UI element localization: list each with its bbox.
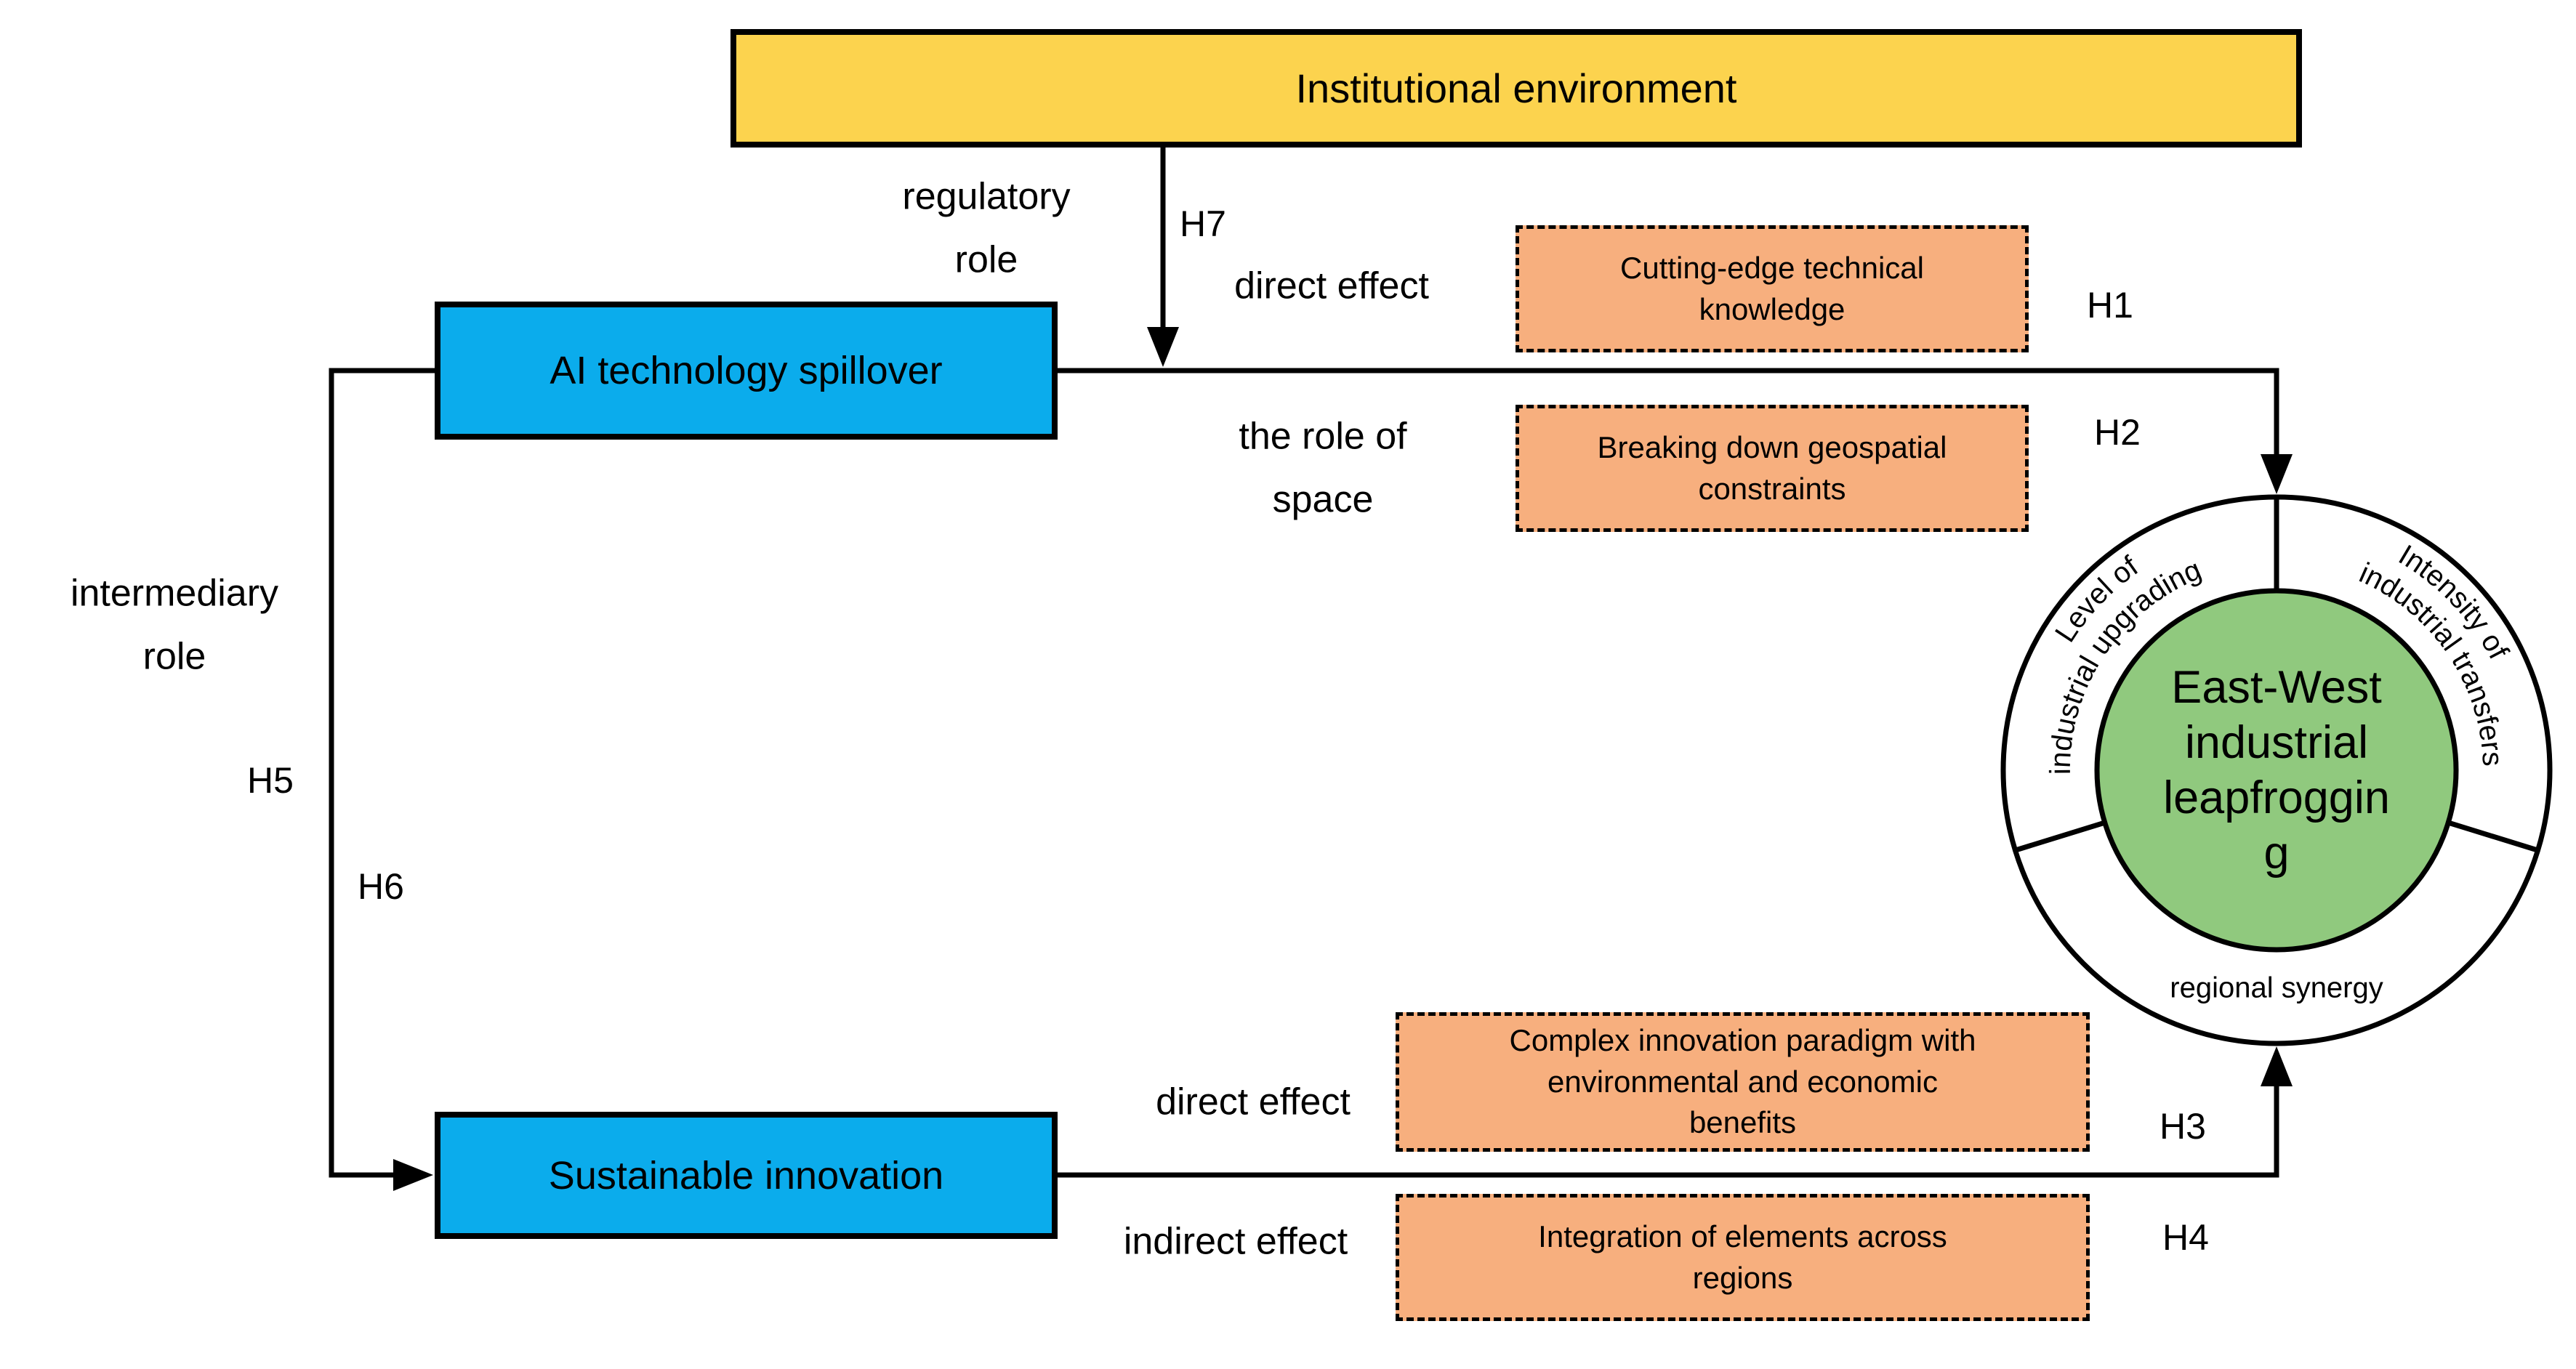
outcome-green-circle [2094,588,2459,953]
annulus-left-divider-line [2014,820,2106,853]
mediator-line: Breaking down geospatial [1597,429,1947,464]
role-of-space-line: the role of [1239,415,1407,458]
leapfrogging-line: g [2263,828,2290,879]
h3-arrowhead-icon [2261,1046,2293,1086]
h5-label: H5 [247,760,294,801]
mediator-box-cutting-edge-knowledge: Cutting-edge technical knowledge [1516,225,2029,352]
leapfrogging-line: industrial [2184,717,2369,768]
mediator-line: benefits [1689,1105,1797,1140]
intermediary-role-line: intermediary [70,572,279,615]
mediator-line: Integration of elements across [1538,1219,1947,1253]
mediator-box-geospatial-constraints: Breaking down geospatial constraints [1516,405,2029,532]
institutional-environment-label: Institutional environment [1295,65,1737,111]
leapfrogging-line: East-West [2171,662,2382,713]
h1-arrowhead-icon [2261,454,2293,494]
mediator-box-integration-of-elements: Integration of elements across regions [1396,1194,2090,1321]
h1-connector-line [1058,368,2279,456]
ai-technology-spillover-label: AI technology spillover [550,349,943,392]
regional-synergy-label: regional synergy [2170,972,2383,1004]
indirect-effect-label: indirect effect [1123,1220,1348,1263]
h5-h6-connector-line [329,368,435,1178]
h4-label: H4 [2162,1217,2209,1258]
direct-effect-bottom-label: direct effect [1156,1081,1351,1123]
intermediary-role-label: intermediary role [71,562,278,690]
mediator-line: constraints [1698,471,1846,506]
mediator-line: knowledge [1699,291,1846,326]
h6-label: H6 [358,866,404,907]
role-of-space-label: the role of space [1239,405,1406,533]
regulatory-role-line: regulatory [902,175,1071,218]
h1-label: H1 [2087,285,2133,326]
institutional-environment-box: Institutional environment [730,29,2302,148]
regulatory-role-line: role [954,239,1018,281]
ai-technology-spillover-box: AI technology spillover [435,302,1058,440]
mediator-box-complex-innovation-paradigm: Complex innovation paradigm with environ… [1396,1012,2090,1152]
h2-label: H2 [2094,412,2141,453]
mediator-line: Cutting-edge technical [1620,250,1924,285]
h6-arrowhead-icon [393,1159,433,1191]
h3-label: H3 [2160,1106,2206,1147]
sustainable-innovation-label: Sustainable innovation [548,1153,944,1198]
h3-connector-line [1058,1084,2279,1178]
mediator-line: environmental and economic [1547,1064,1938,1099]
mediator-line: regions [1692,1260,1793,1295]
regulatory-role-label: regulatory role [902,166,1070,293]
h7-label: H7 [1180,203,1226,244]
mediator-line: Complex innovation paradigm with [1509,1022,1976,1057]
intermediary-role-line: role [142,636,206,678]
direct-effect-top-label: direct effect [1234,264,1429,307]
sustainable-innovation-box: Sustainable innovation [435,1112,1058,1239]
h7-arrowhead-icon [1147,327,1179,367]
role-of-space-line: space [1272,479,1374,521]
leapfrogging-line: leapfroggin [2163,772,2390,823]
annulus-right-divider-line [2447,820,2539,853]
east-west-leapfrogging-label: East-West industrial leapfroggin g [2163,660,2390,881]
